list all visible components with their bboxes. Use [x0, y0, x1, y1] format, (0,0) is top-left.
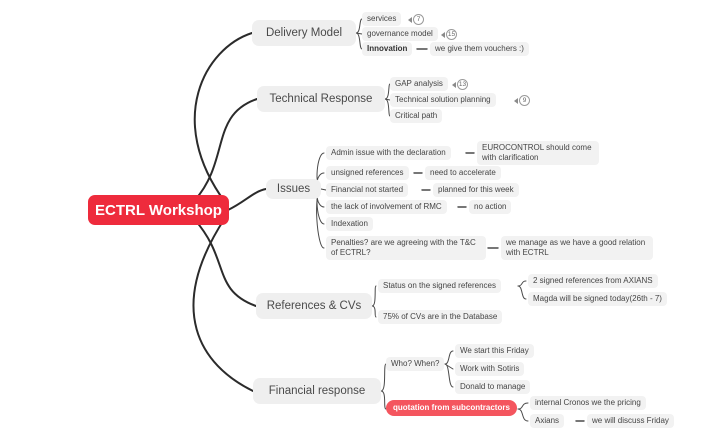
edge-quotation-axians	[517, 408, 529, 422]
edge-references-cvs	[371, 305, 377, 318]
edge-technical-gap	[384, 83, 391, 100]
node-services[interactable]: services	[362, 12, 402, 26]
node-vouchers[interactable]: we give them vouchers :)	[430, 42, 529, 56]
node-magda-signed[interactable]: Magda will be signed today(26th - 7)	[528, 292, 667, 306]
edge-center-references	[194, 219, 257, 307]
node-cvs-database[interactable]: 75% of CVs are in the Database	[378, 310, 503, 324]
edge-center-issues	[227, 188, 267, 211]
node-governance-model[interactable]: governance model	[362, 27, 438, 41]
count-bubble: 13	[457, 79, 468, 90]
node-work-sotiris[interactable]: Work with Sotiris	[455, 362, 525, 376]
edge-quotation-cronos	[517, 402, 529, 410]
node-good-relation[interactable]: we manage as we have a good relation wit…	[501, 236, 653, 260]
node-who-when[interactable]: Who? When?	[386, 357, 445, 371]
node-axians[interactable]: Axians	[530, 414, 565, 428]
node-unsigned-references[interactable]: unsigned references	[326, 166, 409, 180]
node-innovation[interactable]: Innovation	[362, 42, 413, 56]
node-lack-involvement-rmc[interactable]: the lack of involvement of RMC	[326, 200, 447, 214]
count-bubble: 15	[446, 29, 457, 40]
node-critical-path[interactable]: Critical path	[390, 109, 443, 123]
collapse-arrow-icon	[452, 81, 456, 88]
branch-technical-response[interactable]: Technical Response	[257, 86, 385, 112]
edge-center-technical-response	[194, 98, 258, 201]
count-bubble: 9	[519, 95, 530, 106]
edge-center-financial	[192, 217, 254, 392]
edge-whowhen-donald	[444, 363, 454, 388]
node-admin-issue[interactable]: Admin issue with the declaration	[326, 146, 451, 160]
node-quotation-subcontractors[interactable]: quotation from subcontractors	[386, 400, 517, 416]
branch-financial-response[interactable]: Financial response	[253, 378, 381, 404]
edge-issues-financial	[320, 188, 327, 191]
node-no-action[interactable]: no action	[469, 200, 512, 214]
badge-governance-count[interactable]: 15	[441, 29, 457, 40]
center-node-ectrl-workshop[interactable]: ECTRL Workshop	[88, 195, 229, 225]
node-indexation[interactable]: Indexation	[326, 217, 373, 231]
branch-references-cvs[interactable]: References & CVs	[256, 293, 372, 319]
collapse-arrow-icon	[514, 97, 518, 104]
node-internal-cronos-pricing[interactable]: internal Cronos we the pricing	[530, 396, 646, 410]
edge-delivery-innovation	[355, 32, 363, 50]
node-planned-this-week[interactable]: planned for this week	[433, 183, 519, 197]
edge-whowhen-friday	[444, 350, 454, 365]
node-penalties[interactable]: Penalties? are we agreeing with the T&C …	[326, 236, 486, 260]
edge-references-status	[371, 285, 377, 307]
node-start-friday[interactable]: We start this Friday	[455, 344, 534, 358]
node-axians-2-references[interactable]: 2 signed references from AXIANS	[528, 274, 658, 288]
count-bubble: 7	[413, 14, 424, 25]
badge-services-count[interactable]: 7	[408, 14, 424, 25]
edge-financial-whowhen	[380, 363, 387, 392]
node-discuss-friday[interactable]: we will discuss Friday	[587, 414, 674, 428]
edge-financial-quotation	[380, 390, 387, 410]
node-solution-planning[interactable]: Technical solution planning	[390, 93, 496, 107]
edge-delivery-services	[355, 18, 363, 34]
collapse-arrow-icon	[441, 31, 445, 38]
node-donald-manage[interactable]: Donald to manage	[455, 380, 531, 394]
badge-gap-count[interactable]: 13	[452, 79, 468, 90]
node-need-accelerate[interactable]: need to accelerate	[425, 166, 501, 180]
branch-issues[interactable]: Issues	[266, 179, 321, 199]
node-gap-analysis[interactable]: GAP analysis	[390, 77, 448, 91]
node-status-signed-references[interactable]: Status on the signed references	[378, 279, 501, 293]
badge-planning-count[interactable]: 9	[514, 95, 530, 106]
edge-technical-critical	[384, 98, 391, 117]
edge-status-axians2	[517, 280, 527, 287]
edge-status-magda	[517, 285, 527, 300]
branch-delivery-model[interactable]: Delivery Model	[252, 20, 356, 46]
node-eurocontrol-clarification[interactable]: EUROCONTROL should come with clarificati…	[477, 141, 599, 165]
collapse-arrow-icon	[408, 16, 412, 23]
edge-center-delivery-model	[193, 32, 253, 203]
node-financial-not-started[interactable]: Financial not started	[326, 183, 409, 197]
